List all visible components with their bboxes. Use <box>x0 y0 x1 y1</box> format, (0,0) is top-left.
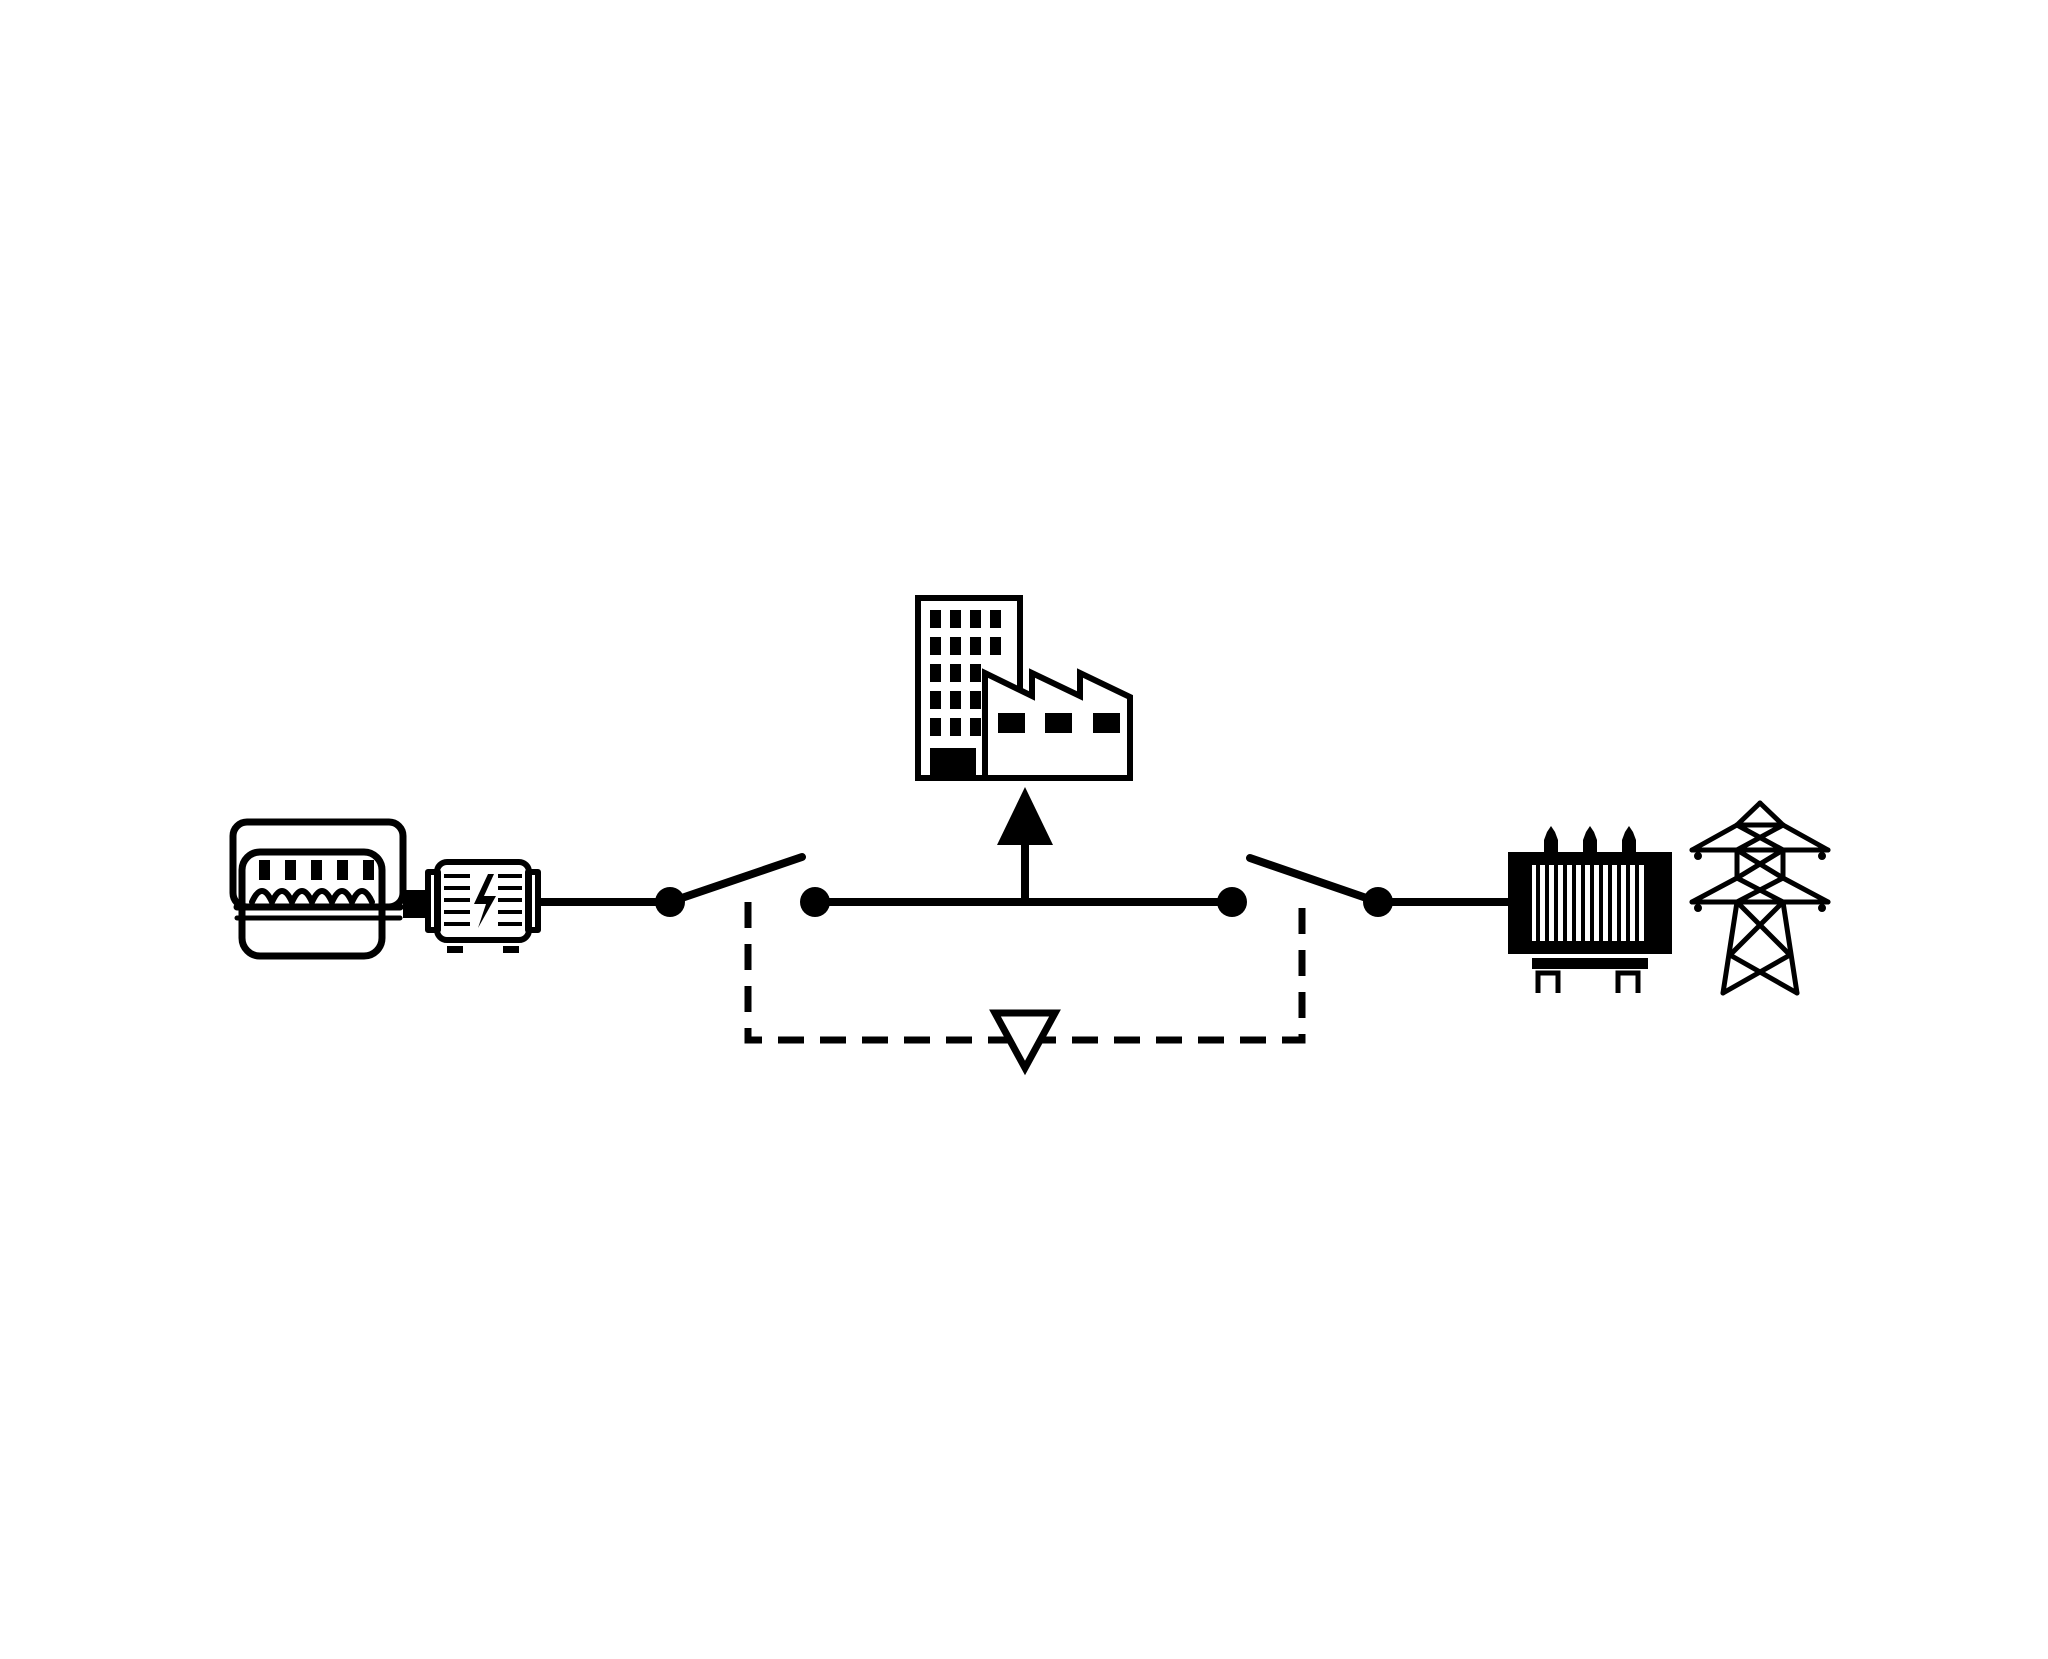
generator-icon <box>425 859 541 953</box>
building-factory-icon <box>915 595 1133 781</box>
grid-breaker-icon <box>1217 854 1393 917</box>
transmission-tower-icon <box>1689 800 1831 996</box>
generator-breaker-icon <box>655 853 830 917</box>
arrow-up-icon <box>997 787 1053 902</box>
triangle-down-icon <box>989 1009 1061 1076</box>
dashed-interlock-link <box>744 902 1306 1044</box>
transformer-icon <box>1508 826 1672 993</box>
engine-icon <box>229 818 407 960</box>
coupling-shaft <box>403 890 427 918</box>
